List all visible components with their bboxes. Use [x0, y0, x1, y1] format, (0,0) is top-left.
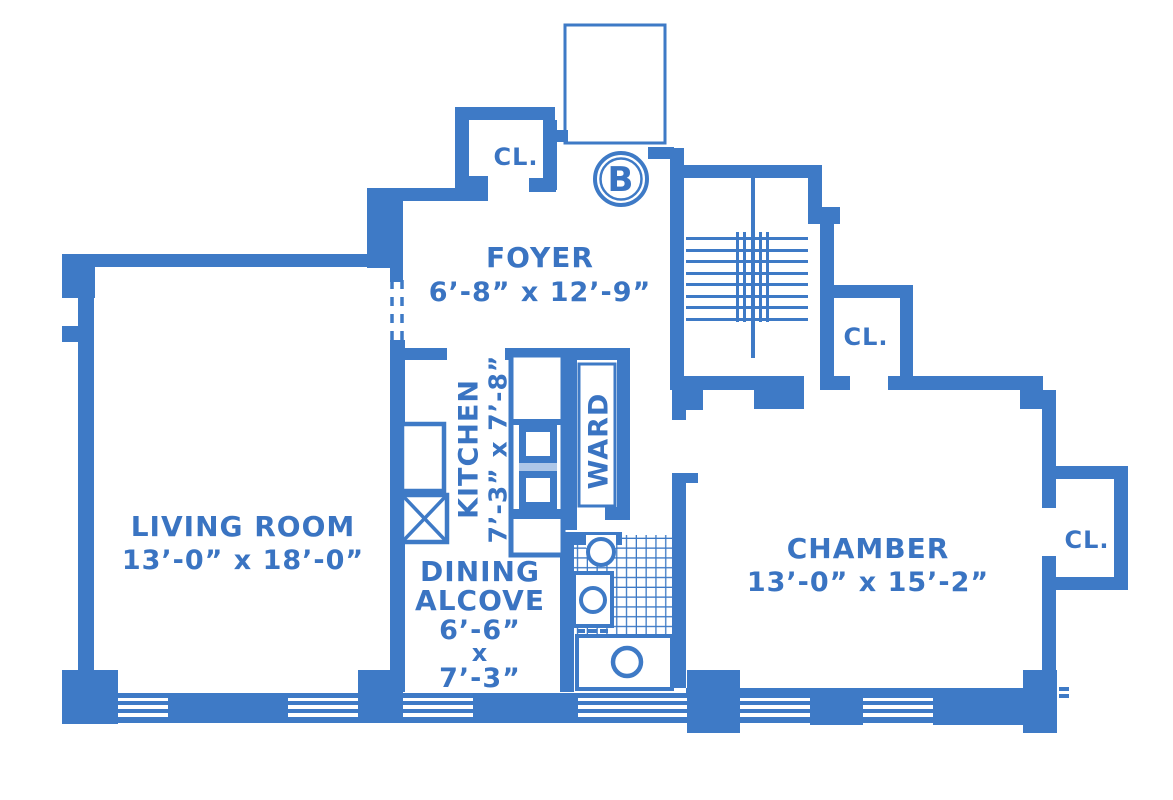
toilet — [586, 535, 616, 567]
wardrobe-closet — [577, 362, 617, 508]
closet-top-label: CL. — [493, 143, 538, 171]
kitchen-fixtures — [399, 352, 566, 558]
bathroom-sink — [572, 571, 614, 633]
wardrobe-label: WARD — [584, 393, 615, 490]
bathtub — [575, 634, 674, 691]
dining-alcove-dims-line1: 6’-6” — [439, 615, 521, 646]
foyer-label: FOYER — [486, 241, 594, 274]
kitchen-label: KITCHEN — [454, 379, 485, 519]
unit-label: B — [608, 160, 635, 200]
kitchen-dims: 7’-3” x 7’-8” — [484, 355, 513, 544]
window — [740, 693, 810, 723]
window — [288, 693, 358, 723]
living-room-dims: 13’-0” x 18’-0” — [122, 545, 364, 576]
stair-center-rail — [751, 178, 755, 358]
staircase — [686, 178, 808, 358]
wall-structure — [62, 107, 1128, 733]
chamber-dims: 13’-0” x 15’-2” — [747, 567, 989, 598]
closet-stair-label: CL. — [843, 323, 888, 351]
dining-alcove-dims-x: x — [472, 639, 488, 667]
dining-alcove-label-line1: DINING — [420, 555, 540, 588]
window — [118, 693, 168, 723]
counter-sink-unit — [508, 352, 566, 558]
dashed-door-opening — [390, 280, 404, 342]
unit-entry-marker: B — [593, 151, 649, 207]
room-labels: FOYER 6’-8” x 12’-9” LIVING ROOM 13’-0” … — [122, 143, 1109, 694]
foyer-dims: 6’-8” x 12’-9” — [429, 277, 652, 308]
living-room-label: LIVING ROOM — [131, 510, 356, 543]
closet-chamber-label: CL. — [1064, 526, 1109, 554]
window — [578, 693, 687, 723]
kitchen-cabinet — [399, 492, 450, 545]
dining-alcove-dims-line2: 7’-3” — [439, 663, 521, 694]
window — [403, 693, 473, 723]
dining-alcove-label-line2: ALCOVE — [415, 584, 545, 617]
chamber-label: CHAMBER — [787, 532, 950, 565]
refrigerator — [399, 421, 447, 494]
window — [863, 693, 933, 723]
bathroom-fixtures — [572, 535, 674, 691]
elevator-shaft — [563, 23, 667, 145]
